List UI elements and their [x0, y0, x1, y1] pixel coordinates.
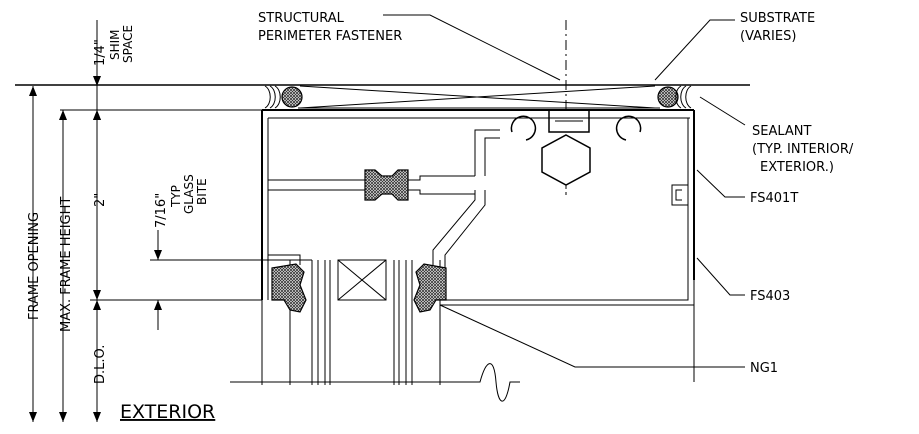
- leader-fs403: [696, 257, 745, 296]
- label-bite-word: BITE: [195, 178, 209, 205]
- dim-glass-bite: [154, 230, 162, 330]
- leader-ng1: [439, 304, 745, 368]
- label-bite-glass: GLASS: [182, 174, 196, 214]
- dim-shim-space: [93, 20, 101, 120]
- label-fastener-2: PERIMETER FASTENER: [258, 29, 402, 44]
- screw-bosses: [510, 115, 642, 141]
- label-shim-word2: SPACE: [121, 25, 135, 63]
- label-fastener-1: STRUCTURAL: [258, 11, 345, 26]
- label-frame-opening: FRAME OPENING: [27, 212, 42, 320]
- shim-space: [298, 85, 660, 109]
- label-dlo: D.L.O.: [93, 345, 108, 384]
- frame-fs401t: [261, 109, 695, 306]
- perimeter-fastener: [541, 20, 591, 195]
- label-ng1: NG1: [750, 361, 778, 376]
- sealant-right: [657, 85, 692, 109]
- leader-fs401t: [696, 169, 745, 198]
- label-exterior: EXTERIOR: [120, 401, 215, 423]
- label-sealant-1: SEALANT: [752, 124, 812, 139]
- label-sealant-2: (TYP. INTERIOR/: [752, 142, 854, 157]
- dim-frame-opening: [29, 86, 37, 422]
- break-symbol: [470, 363, 520, 402]
- thermal-break: [364, 169, 409, 201]
- leader-substrate: [654, 19, 735, 81]
- glazing-gasket-right: [413, 263, 447, 313]
- label-bite-dim: 7/16": [154, 193, 169, 228]
- sealant-left: [264, 85, 303, 109]
- dim-max-frame-height: [59, 110, 67, 422]
- label-fs401t: FS401T: [750, 191, 798, 206]
- label-sealant-3: EXTERIOR.): [760, 160, 834, 175]
- label-shim-word1: SHIM: [108, 29, 122, 60]
- glazing-gasket-left: [271, 263, 307, 313]
- dim-dlo: [93, 300, 101, 422]
- leader-sealant: [699, 96, 746, 126]
- label-bite-typ: TYP: [169, 185, 183, 208]
- label-substrate-2: (VARIES): [740, 29, 796, 44]
- label-two-inch: 2": [93, 193, 108, 207]
- label-max-frame-height: MAX. FRAME HEIGHT: [59, 197, 74, 332]
- label-fs403: FS403: [750, 289, 790, 304]
- label-shim-dim: 1/4": [93, 39, 108, 66]
- label-substrate-1: SUBSTRATE: [740, 11, 815, 26]
- leader-fastener: [383, 14, 561, 81]
